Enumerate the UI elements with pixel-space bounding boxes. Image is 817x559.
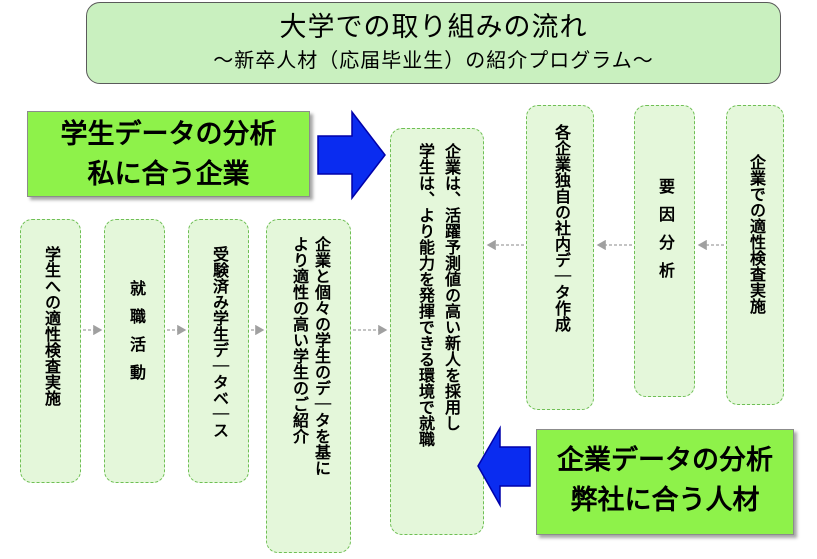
step-job-hunting: 就職活動 [104, 219, 165, 483]
title-box: 大学での取り組みの流れ ～新卒人材（応届毕业生）の紹介プログラム～ [86, 2, 781, 84]
student-analysis-line1: 学生データの分析 [60, 119, 277, 150]
center-outcome-line1: 企業は、活躍予測値の高い新人を採用し [442, 143, 461, 431]
student-analysis-line2: 私に合う企業 [87, 159, 250, 190]
center-outcome: 企業は、活躍予測値の高い新人を採用し 学生は、より能力を発揮できる環境で就職 [390, 128, 484, 535]
company-analysis-line1: 企業データの分析 [557, 445, 773, 476]
blue-arrow-right [317, 109, 386, 201]
center-outcome-line2: 学生は、より能力を発揮できる環境で就職 [416, 143, 435, 447]
step-aptitude-test-student-text: 学生への適性検査実施 [42, 246, 61, 406]
company-analysis-label: 企業データの分析 弊社に合う人材 [536, 429, 794, 535]
company-analysis-line2: 弊社に合う人材 [570, 485, 760, 516]
step-factor-analysis-text: 要因分析 [656, 178, 675, 290]
step-job-hunting-text: 就職活動 [127, 280, 146, 392]
title-main: 大学での取り組みの流れ [279, 12, 588, 43]
step-aptitude-test-student: 学生への適性検査実施 [20, 219, 81, 483]
student-analysis-label: 学生データの分析 私に合う企業 [27, 111, 310, 197]
step-student-introduction: 企業と個々の学生のデ｜タを基に より適性の高い学生のご紹介 [266, 219, 351, 553]
step-factor-analysis: 要因分析 [634, 105, 695, 397]
step-student-introduction-line2: より適性の高い学生のご紹介 [290, 236, 309, 444]
step-aptitude-test-company-text: 企業での適性検査実施 [747, 154, 766, 314]
step-student-introduction-line1: 企業と個々の学生のデ｜タを基に [312, 236, 331, 476]
step-student-database-text: 受験済み学生デ｜タベ｜ス [210, 246, 229, 438]
step-company-data: 各企業独自の社内デ｜タ作成 [526, 105, 594, 410]
title-subtitle: ～新卒人材（応届毕业生）の紹介プログラム～ [213, 48, 654, 72]
blue-arrow-left [477, 425, 531, 508]
step-aptitude-test-company: 企業での適性検査実施 [726, 105, 784, 405]
step-student-database: 受験済み学生デ｜タベ｜ス [188, 219, 249, 483]
step-company-data-text: 各企業独自の社内デ｜タ作成 [552, 124, 571, 332]
